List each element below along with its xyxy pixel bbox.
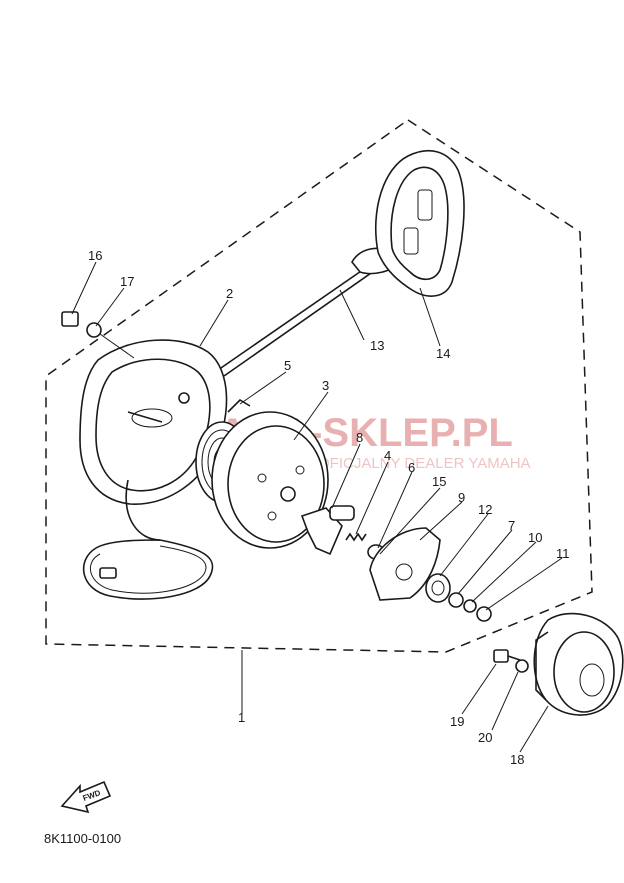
fwd-arrow-icon: FWD bbox=[60, 780, 112, 814]
callout-5: 5 bbox=[284, 358, 291, 373]
washer-10 bbox=[463, 599, 477, 613]
washer-17 bbox=[86, 322, 102, 338]
callout-16: 16 bbox=[88, 248, 102, 263]
bolt-16 bbox=[61, 311, 79, 327]
diagram-code: 8K1100-0100 bbox=[44, 831, 121, 846]
callout-4: 4 bbox=[384, 448, 391, 463]
leader-lines bbox=[71, 261, 563, 753]
rope-clip bbox=[99, 567, 117, 579]
drive-pulley bbox=[533, 612, 624, 716]
washer-7 bbox=[448, 592, 464, 608]
callout-1: 1 bbox=[238, 710, 245, 725]
starter-handle bbox=[351, 149, 465, 297]
rope-loop bbox=[82, 539, 214, 600]
callout-7: 7 bbox=[508, 518, 515, 533]
callout-10: 10 bbox=[528, 530, 542, 545]
callout-6: 6 bbox=[408, 460, 415, 475]
starter-case bbox=[79, 339, 228, 541]
nut-11 bbox=[476, 606, 492, 622]
starter-rope bbox=[217, 257, 385, 377]
washer-12 bbox=[425, 573, 451, 603]
callout-15: 15 bbox=[432, 474, 446, 489]
watermark-sub: OFICJALNY DEALER YAMAHA bbox=[318, 455, 531, 472]
bolt-19 bbox=[493, 649, 521, 663]
callout-18: 18 bbox=[510, 752, 524, 767]
callout-13: 13 bbox=[370, 338, 384, 353]
callout-2: 2 bbox=[226, 286, 233, 301]
callout-8: 8 bbox=[356, 430, 363, 445]
ratchet-pawl bbox=[300, 505, 355, 556]
assembly-boundary bbox=[45, 119, 593, 653]
callout-14: 14 bbox=[436, 346, 450, 361]
callout-19: 19 bbox=[450, 714, 464, 729]
rope-loop-inner bbox=[90, 545, 207, 594]
washer-20 bbox=[515, 659, 529, 673]
callout-9: 9 bbox=[458, 490, 465, 505]
pawl-spring bbox=[345, 532, 367, 542]
callout-11: 11 bbox=[556, 546, 570, 561]
callout-20: 20 bbox=[478, 730, 492, 745]
callout-3: 3 bbox=[322, 378, 329, 393]
callout-17: 17 bbox=[120, 274, 134, 289]
pulley bbox=[211, 411, 329, 549]
callout-12: 12 bbox=[478, 502, 492, 517]
